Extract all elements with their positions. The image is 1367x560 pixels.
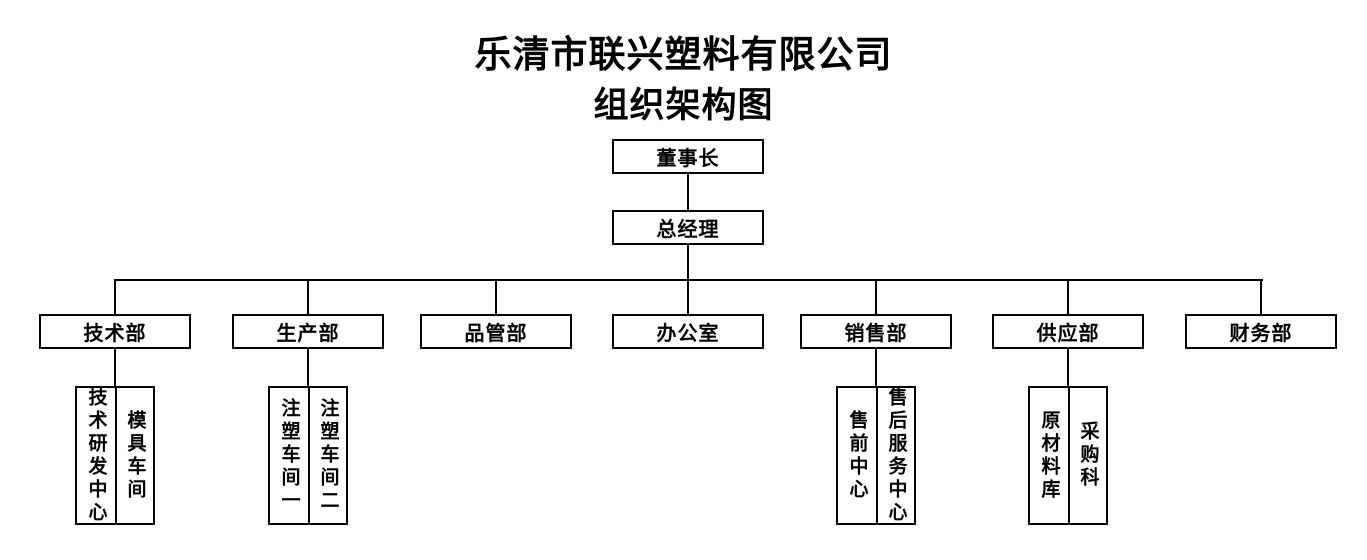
connector-sales-subunits bbox=[875, 349, 877, 386]
page-title: 乐清市联兴塑料有限公司 bbox=[474, 35, 893, 76]
connector-drop-office bbox=[687, 281, 689, 314]
dept-box-office: 办公室 bbox=[612, 314, 764, 349]
connector-drop-finance bbox=[1260, 281, 1262, 314]
subunit-injection-workshop-2-label: 注塑车间二 bbox=[317, 398, 339, 513]
connector-drop-supply bbox=[1067, 281, 1069, 314]
connector-drop-technology bbox=[114, 281, 116, 314]
connector-supply-subunits bbox=[1067, 349, 1069, 386]
dept-box-quality: 品管部 bbox=[420, 314, 572, 349]
dept-box-production: 生产部 bbox=[232, 314, 384, 349]
dept-box-finance: 财务部 bbox=[1185, 314, 1337, 349]
dept-box-sales: 销售部 bbox=[800, 314, 952, 349]
connector-technology-subunits bbox=[114, 349, 116, 386]
subunit-injection-workshop-1: 注塑车间一 bbox=[270, 388, 308, 523]
connector-drop-sales bbox=[875, 281, 877, 314]
subunit-injection-workshop-1-label: 注塑车间一 bbox=[278, 398, 300, 513]
page-subtitle: 组织架构图 bbox=[593, 86, 774, 125]
chairman-box: 董事长 bbox=[612, 139, 764, 174]
subunit-presales-center-label: 售前中心 bbox=[846, 409, 868, 502]
subunit-presales-center: 售前中心 bbox=[838, 388, 876, 523]
subunit-tech-rd-center-label: 技术研发中心 bbox=[85, 388, 107, 523]
subunit-purchasing-section-label: 采购科 bbox=[1077, 421, 1099, 490]
subunit-group-sales: 售前中心 售后服务中心 bbox=[836, 386, 916, 525]
subunit-injection-workshop-2: 注塑车间二 bbox=[308, 388, 346, 523]
subunit-purchasing-section: 采购科 bbox=[1068, 388, 1106, 523]
subunit-raw-material-warehouse-label: 原材料库 bbox=[1038, 409, 1060, 502]
subunit-mold-workshop-label: 模具车间 bbox=[124, 409, 146, 502]
subunit-group-supply: 原材料库 采购科 bbox=[1028, 386, 1108, 525]
connector-horizontal-bus bbox=[114, 279, 1263, 281]
subunit-aftersales-service-center-label: 售后服务中心 bbox=[885, 388, 907, 523]
connector-drop-production bbox=[307, 281, 309, 314]
dept-box-technology: 技术部 bbox=[39, 314, 191, 349]
connector-production-subunits bbox=[307, 349, 309, 386]
general-manager-box: 总经理 bbox=[612, 210, 764, 245]
connector-drop-quality bbox=[495, 281, 497, 314]
subunit-mold-workshop: 模具车间 bbox=[115, 388, 153, 523]
subunit-group-production: 注塑车间一 注塑车间二 bbox=[268, 386, 348, 525]
subunit-tech-rd-center: 技术研发中心 bbox=[77, 388, 115, 523]
subunit-aftersales-service-center: 售后服务中心 bbox=[876, 388, 914, 523]
connector-gm-bus bbox=[687, 245, 689, 279]
dept-box-supply: 供应部 bbox=[992, 314, 1144, 349]
subunit-group-technology: 技术研发中心 模具车间 bbox=[75, 386, 155, 525]
subunit-raw-material-warehouse: 原材料库 bbox=[1030, 388, 1068, 523]
connector-chairman-gm bbox=[687, 174, 689, 210]
